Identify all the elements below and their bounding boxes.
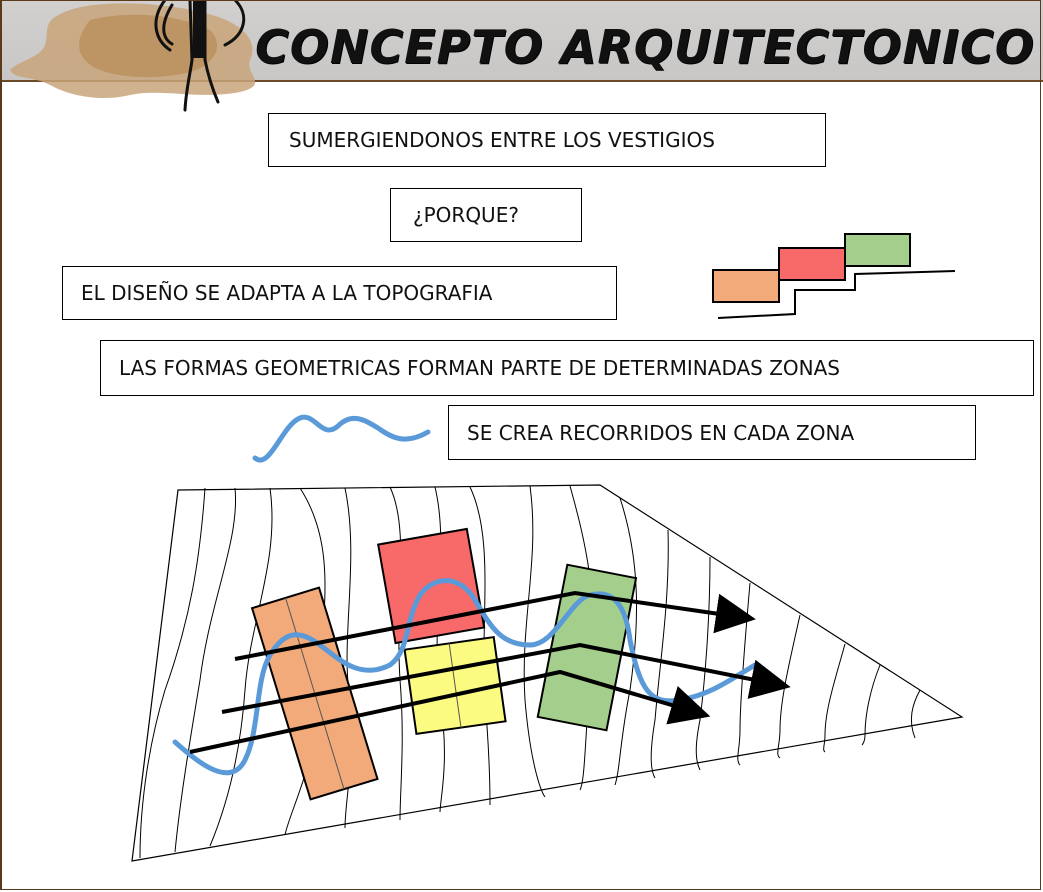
- paths-label: SE CREA RECORRIDOS EN CADA ZONA: [448, 405, 976, 460]
- step-red: [778, 247, 846, 281]
- step-orange: [712, 269, 780, 303]
- step-green: [844, 233, 911, 267]
- question-label: ¿PORQUE?: [390, 188, 582, 242]
- zone-yellow: [403, 636, 507, 735]
- arrow-bottom: [189, 669, 711, 754]
- topography-label: EL DISEÑO SE ADAPTA A LA TOPOGRAFIA: [62, 266, 617, 320]
- ground-line: [717, 270, 956, 319]
- arrow-top: [234, 590, 756, 661]
- page-title: CONCEPTO ARQUITECTONICO: [255, 20, 1035, 74]
- geometric-forms-label: LAS FORMAS GEOMETRICAS FORMAN PARTE DE D…: [100, 340, 1034, 396]
- concept-label: SUMERGIENDONOS ENTRE LOS VESTIGIOS: [268, 113, 826, 167]
- arrow-middle: [221, 642, 791, 714]
- arrows: [189, 590, 791, 754]
